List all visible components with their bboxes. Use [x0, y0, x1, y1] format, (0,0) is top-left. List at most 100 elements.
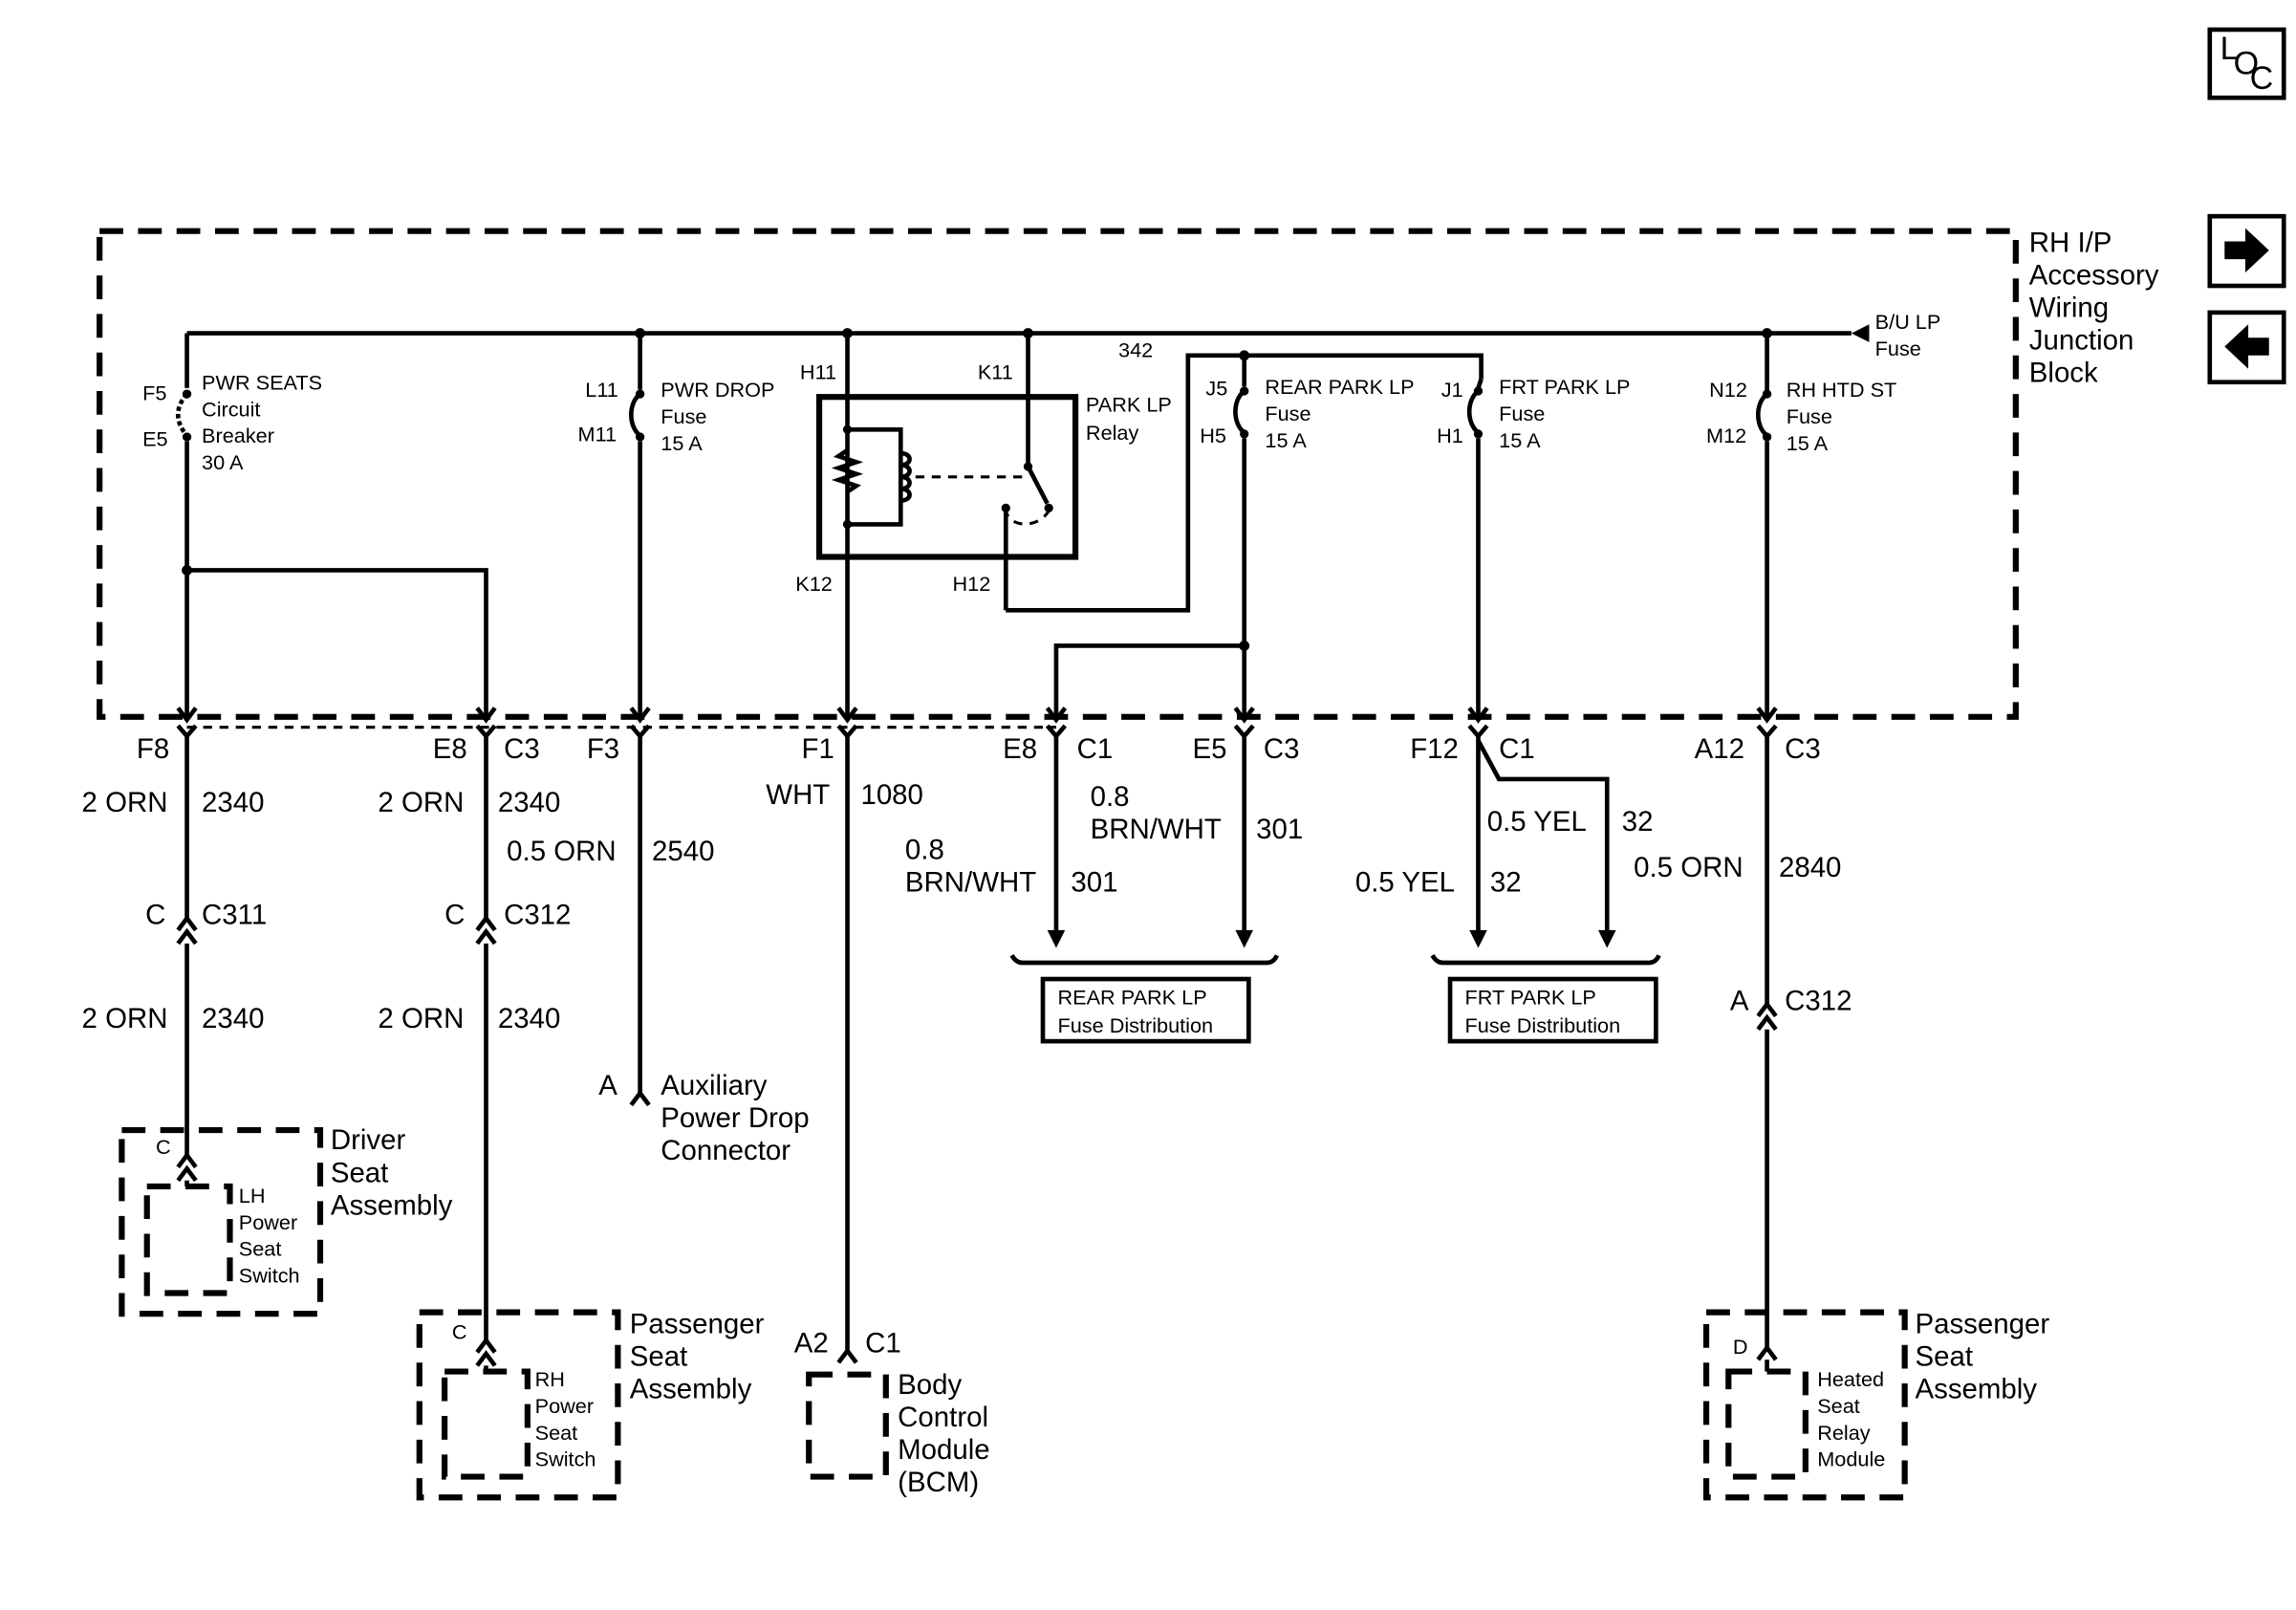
svg-text:Wiring: Wiring [2029, 293, 2109, 324]
svg-text:0.5 YEL: 0.5 YEL [1487, 806, 1587, 838]
svg-text:C3: C3 [504, 733, 540, 765]
svg-text:PARK LP: PARK LP [1086, 393, 1172, 417]
svg-text:Passenger: Passenger [1915, 1308, 2049, 1339]
wire-1080-bcm: WHT 1080 [766, 735, 923, 1364]
svg-text:E5: E5 [142, 426, 168, 450]
svg-text:Accessory: Accessory [2029, 259, 2159, 291]
loc-button[interactable]: L O C [2207, 27, 2286, 100]
svg-text:F3: F3 [587, 733, 619, 765]
svg-text:Seat: Seat [331, 1157, 389, 1188]
svg-text:D: D [1733, 1335, 1748, 1359]
pwr-seats-breaker: F5 E5 PWR SEATS Circuit Breaker 30 A [142, 333, 322, 717]
svg-text:Seat: Seat [630, 1340, 688, 1372]
loc-l: L [2220, 31, 2239, 67]
wire-2540-aux: 0.5 ORN 2540 [507, 735, 714, 1107]
svg-text:M11: M11 [578, 423, 617, 446]
svg-text:Power: Power [535, 1394, 594, 1418]
svg-text:0.8: 0.8 [1091, 781, 1130, 813]
svg-text:2 ORN: 2 ORN [378, 787, 464, 818]
auxiliary-power-drop-connector: A Auxiliary Power Drop Connector [598, 1070, 809, 1166]
arrow-left-icon [2224, 324, 2269, 369]
svg-text:Connector: Connector [661, 1135, 791, 1166]
svg-text:A: A [1730, 986, 1749, 1017]
svg-text:301: 301 [1071, 867, 1117, 899]
svg-text:Fuse Distribution: Fuse Distribution [1057, 1013, 1213, 1037]
svg-text:0.5 YEL: 0.5 YEL [1355, 867, 1455, 899]
svg-text:Fuse: Fuse [1265, 402, 1310, 425]
svg-text:Relay: Relay [1086, 421, 1139, 445]
svg-text:Relay: Relay [1817, 1421, 1871, 1445]
svg-text:A12: A12 [1695, 733, 1744, 765]
svg-text:M12: M12 [1706, 424, 1746, 447]
bus-feed-label: B/U LP [1875, 310, 1941, 334]
svg-text:Auxiliary: Auxiliary [661, 1070, 767, 1101]
svg-text:FRT PARK LP: FRT PARK LP [1465, 985, 1596, 1009]
svg-text:15 A: 15 A [661, 431, 703, 455]
bus-feed-arrow [1851, 324, 1870, 342]
svg-text:H12: H12 [953, 572, 991, 596]
svg-text:H11: H11 [800, 360, 836, 384]
connector-row: F8 E8 C3 F3 F1 E8 C1 E5 C3 F12 C1 A12 C3 [137, 707, 1821, 765]
svg-text:C1: C1 [1077, 733, 1114, 765]
prev-page-button[interactable] [2207, 310, 2286, 385]
svg-text:Seat: Seat [535, 1421, 578, 1445]
svg-text:Switch: Switch [535, 1447, 596, 1471]
svg-text:RH HTD ST: RH HTD ST [1787, 378, 1897, 402]
svg-text:Body: Body [898, 1369, 962, 1401]
svg-text:E5: E5 [1192, 733, 1226, 765]
svg-text:PWR DROP: PWR DROP [661, 378, 774, 402]
svg-text:J1: J1 [1441, 378, 1463, 402]
svg-text:PWR SEATS: PWR SEATS [202, 370, 322, 394]
rear-park-lp-fuse: J5 H5 REAR PARK LP Fuse 15 A [1200, 350, 1415, 717]
driver-seat-assembly: C LH Power Seat Switch Driver Seat Assem… [119, 1124, 453, 1317]
svg-text:2840: 2840 [1779, 852, 1841, 883]
svg-text:J5: J5 [1205, 377, 1227, 401]
wire-2340-driver: 2 ORN 2340 C C311 2 ORN 2340 [82, 735, 267, 1156]
svg-text:C: C [444, 900, 465, 931]
svg-text:C3: C3 [1785, 733, 1821, 765]
svg-text:C312: C312 [504, 900, 571, 931]
svg-text:(BCM): (BCM) [898, 1467, 979, 1498]
svg-text:LH: LH [239, 1184, 266, 1208]
svg-text:C: C [452, 1319, 467, 1343]
svg-text:H5: H5 [1200, 424, 1226, 447]
wire-301-a: 0.8 BRN/WHT 301 [905, 735, 1118, 948]
svg-text:K12: K12 [795, 572, 833, 596]
svg-text:Control: Control [898, 1402, 988, 1433]
svg-text:Fuse: Fuse [661, 404, 706, 428]
svg-text:Seat: Seat [1817, 1394, 1860, 1418]
next-page-button[interactable] [2207, 213, 2286, 289]
svg-text:Fuse: Fuse [1787, 404, 1832, 428]
svg-text:Module: Module [898, 1434, 990, 1466]
svg-text:Assembly: Assembly [630, 1373, 752, 1404]
arrow-right-icon [2224, 228, 2269, 273]
svg-text:2540: 2540 [652, 836, 714, 867]
svg-text:15 A: 15 A [1265, 428, 1307, 452]
svg-text:REAR PARK LP: REAR PARK LP [1057, 985, 1206, 1009]
svg-text:Block: Block [2029, 358, 2098, 389]
wire-2840-heated: 0.5 ORN 2840 A C312 [1634, 735, 1852, 1361]
svg-text:BRN/WHT: BRN/WHT [1091, 814, 1222, 845]
rear-park-fuse-distribution: REAR PARK LP Fuse Distribution [1009, 953, 1279, 1044]
svg-text:F1: F1 [801, 733, 834, 765]
loc-o: O [2234, 45, 2260, 81]
park-lp-relay: H11 K11 K12 H12 PARK LP Relay [795, 333, 1484, 717]
svg-text:L11: L11 [585, 378, 618, 402]
svg-text:F12: F12 [1410, 733, 1459, 765]
svg-text:WHT: WHT [766, 779, 830, 811]
svg-text:Power Drop: Power Drop [661, 1102, 809, 1134]
svg-text:0.5 ORN: 0.5 ORN [507, 836, 616, 867]
svg-text:C1: C1 [1499, 733, 1535, 765]
svg-text:Driver: Driver [331, 1124, 406, 1156]
pwr-drop-fuse: L11 M11 PWR DROP Fuse 15 A [578, 333, 775, 717]
svg-text:C: C [145, 900, 165, 931]
svg-text:A2: A2 [794, 1327, 829, 1359]
loc-c: C [2250, 60, 2274, 97]
svg-text:C3: C3 [1264, 733, 1300, 765]
bus-feed-label-2: Fuse [1875, 337, 1921, 360]
svg-text:32: 32 [1490, 867, 1522, 899]
wire-2340-passenger: 2 ORN 2340 C C312 2 ORN 2340 [378, 735, 571, 1341]
svg-text:E8: E8 [1003, 733, 1037, 765]
svg-text:RH: RH [535, 1367, 565, 1391]
